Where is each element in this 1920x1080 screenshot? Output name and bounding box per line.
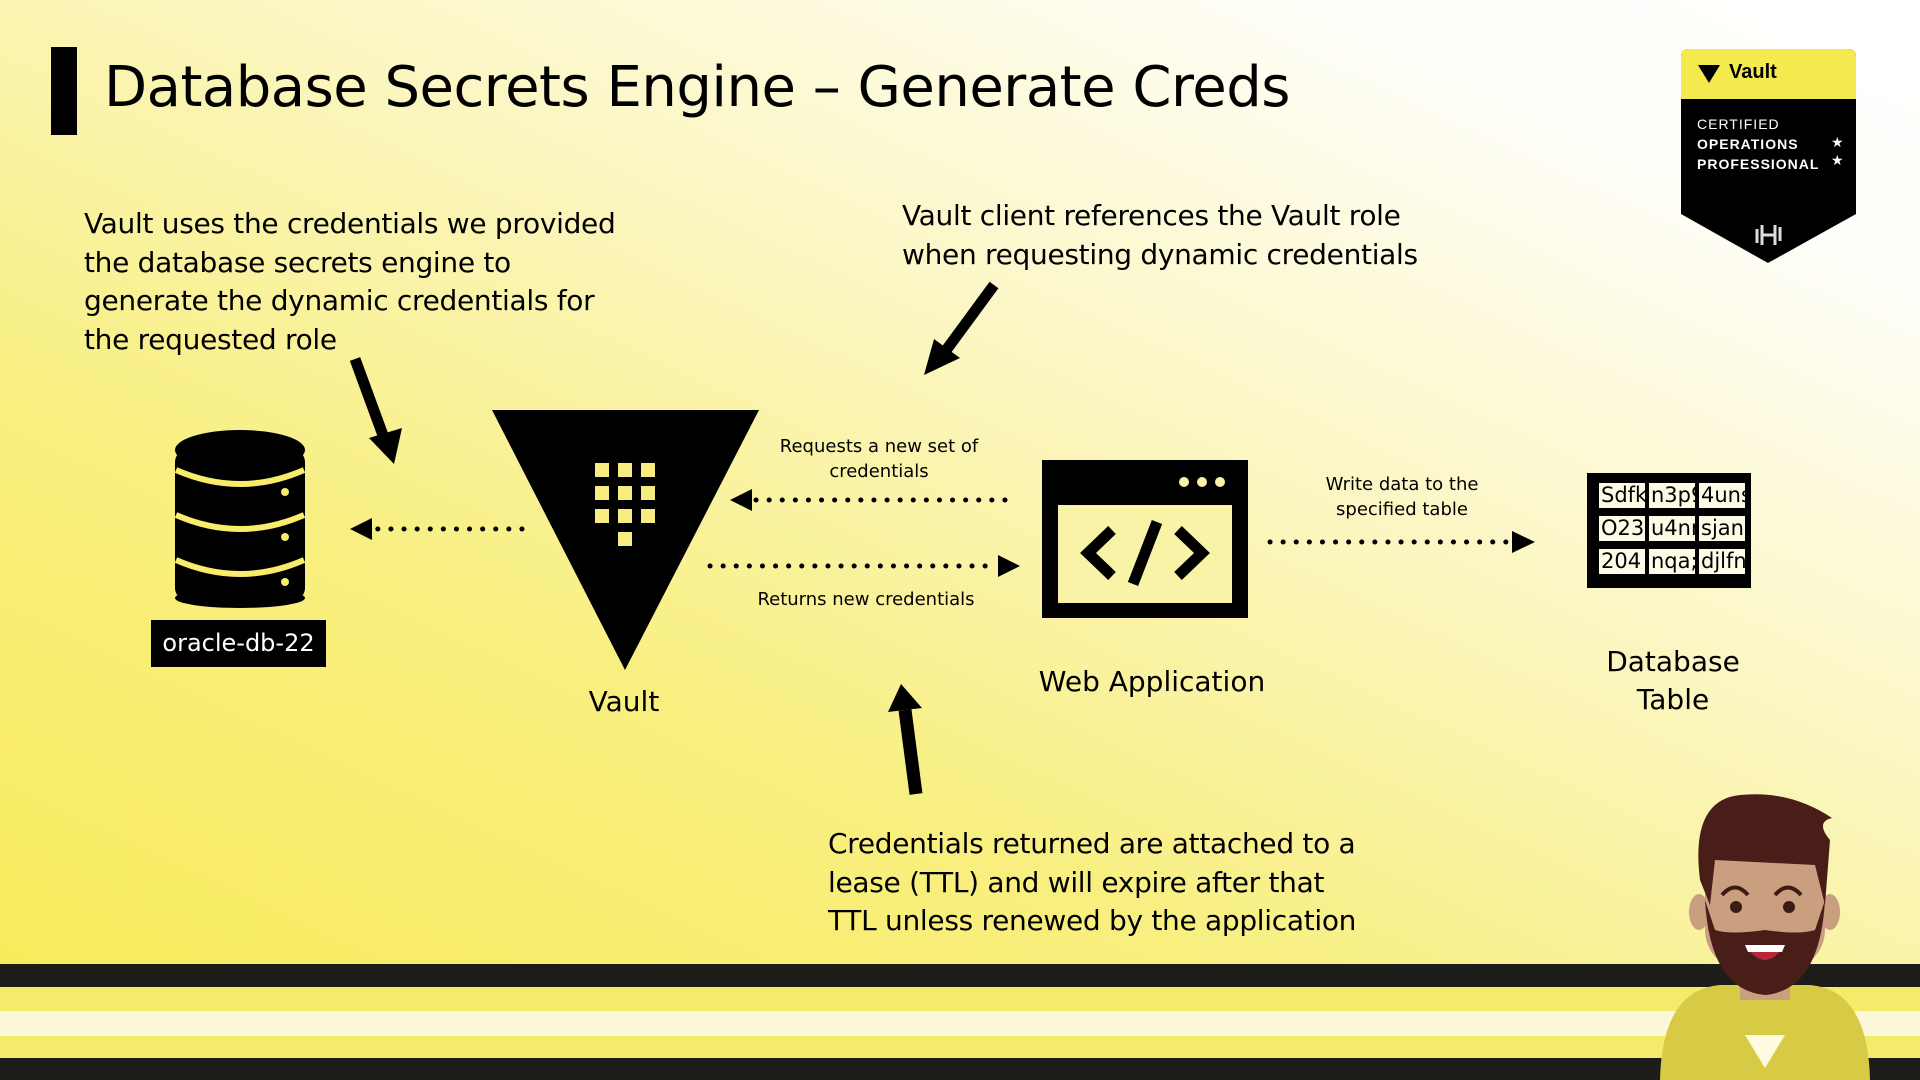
arrowhead-icon: [730, 489, 752, 511]
table-cell: djlfn: [1699, 549, 1745, 574]
returns-label: Returns new credentials: [757, 589, 975, 610]
note-line: the database secrets engine to: [84, 245, 511, 279]
web-application-label: Web Application: [1038, 665, 1266, 698]
footer-stripe-dark: [0, 1058, 1920, 1080]
label-line: Database: [1606, 645, 1740, 678]
arrowhead-icon: [998, 555, 1020, 577]
pointer-arrow-icon: [349, 357, 402, 464]
arrowhead-icon: [350, 518, 372, 540]
note-bottom: Credentials returned are attached to a l…: [828, 825, 1356, 941]
label-line: specified table: [1336, 499, 1468, 520]
vault-logo-icon: [492, 410, 759, 670]
table-cell: Sdfk: [1599, 483, 1645, 508]
star-icon: ★: [1831, 153, 1844, 169]
certification-badge: ★ ★ Vault CERTIFIED OPERATIONS PROFESSIO…: [1681, 49, 1856, 263]
footer-stripe-dark: [0, 964, 1920, 987]
write-label: Write data to the specified table: [1326, 472, 1479, 522]
note-line: TTL unless renewed by the application: [828, 904, 1357, 937]
table-cell: 4uns: [1699, 483, 1745, 508]
note-line: when requesting dynamic credentials: [902, 237, 1418, 271]
footer-stripe-cream: [0, 1011, 1920, 1036]
table-cell: u4nr: [1649, 516, 1695, 541]
vault-logo-icon: [1698, 65, 1720, 83]
pointer-arrow-icon: [888, 684, 923, 795]
note-top: Vault client references the Vault role w…: [902, 197, 1418, 274]
requests-label: Requests a new set of credentials: [780, 434, 978, 484]
web-application-icon: [1042, 460, 1248, 618]
badge-line: PROFESSIONAL: [1697, 156, 1820, 172]
arrowhead-icon: [1512, 531, 1535, 553]
table-cell: nqa;: [1649, 549, 1695, 574]
note-left: Vault uses the credentials we provided t…: [84, 205, 616, 359]
pointer-arrow-icon: [924, 281, 999, 375]
database-table-label: Database Table: [1606, 643, 1740, 719]
database-icon: [174, 430, 306, 608]
page-title: Database Secrets Engine – Generate Creds: [104, 55, 1290, 120]
note-line: Credentials returned are attached to a: [828, 827, 1356, 860]
footer-stripe-yellow: [0, 1036, 1920, 1058]
badge-line: OPERATIONS: [1697, 136, 1799, 152]
note-line: lease (TTL) and will expire after that: [828, 865, 1325, 899]
label-line: Requests a new set of: [779, 436, 979, 457]
hashicorp-logo-icon: [1755, 225, 1782, 245]
vault-label: Vault: [588, 685, 660, 718]
note-line: Vault uses the credentials we provided: [84, 207, 616, 240]
badge-shape: ★ ★: [1681, 49, 1856, 263]
label-line: Table: [1636, 683, 1710, 716]
label-line: Write data to the: [1325, 474, 1479, 495]
note-line: Vault client references the Vault role: [902, 199, 1401, 232]
database-table-icon: Sdfk n3p9 4uns O23 u4nr sjan 204 nqa; dj…: [1587, 473, 1751, 588]
note-line: generate the dynamic credentials for: [84, 284, 595, 317]
instructor-avatar: [1660, 794, 1870, 1080]
badge-line: CERTIFIED: [1697, 116, 1780, 132]
star-icon: ★: [1831, 135, 1844, 151]
table-cell: n3p9: [1649, 483, 1695, 508]
table-cell: O23: [1599, 516, 1645, 541]
footer-stripe-yellow: [0, 987, 1920, 1011]
badge-brand: Vault: [1729, 61, 1777, 83]
note-line: the requested role: [84, 322, 337, 356]
title-accent-bar: [51, 47, 77, 135]
table-cell: 204: [1599, 549, 1645, 574]
database-label: oracle-db-22: [151, 620, 326, 667]
label-line: credentials: [829, 461, 929, 482]
table-cell: sjan: [1699, 516, 1745, 541]
